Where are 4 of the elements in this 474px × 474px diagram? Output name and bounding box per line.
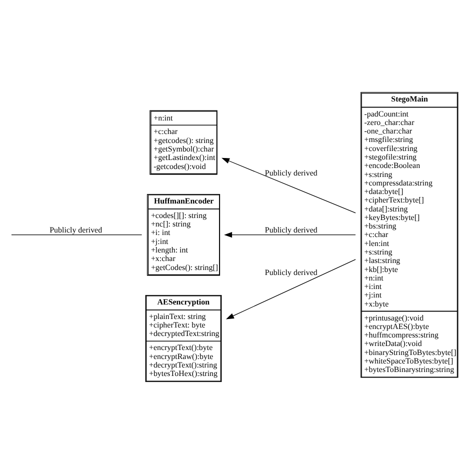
arrow bbox=[222, 158, 356, 214]
arrow bbox=[224, 232, 356, 238]
connector bbox=[11, 234, 142, 236]
arrow bbox=[226, 259, 356, 320]
